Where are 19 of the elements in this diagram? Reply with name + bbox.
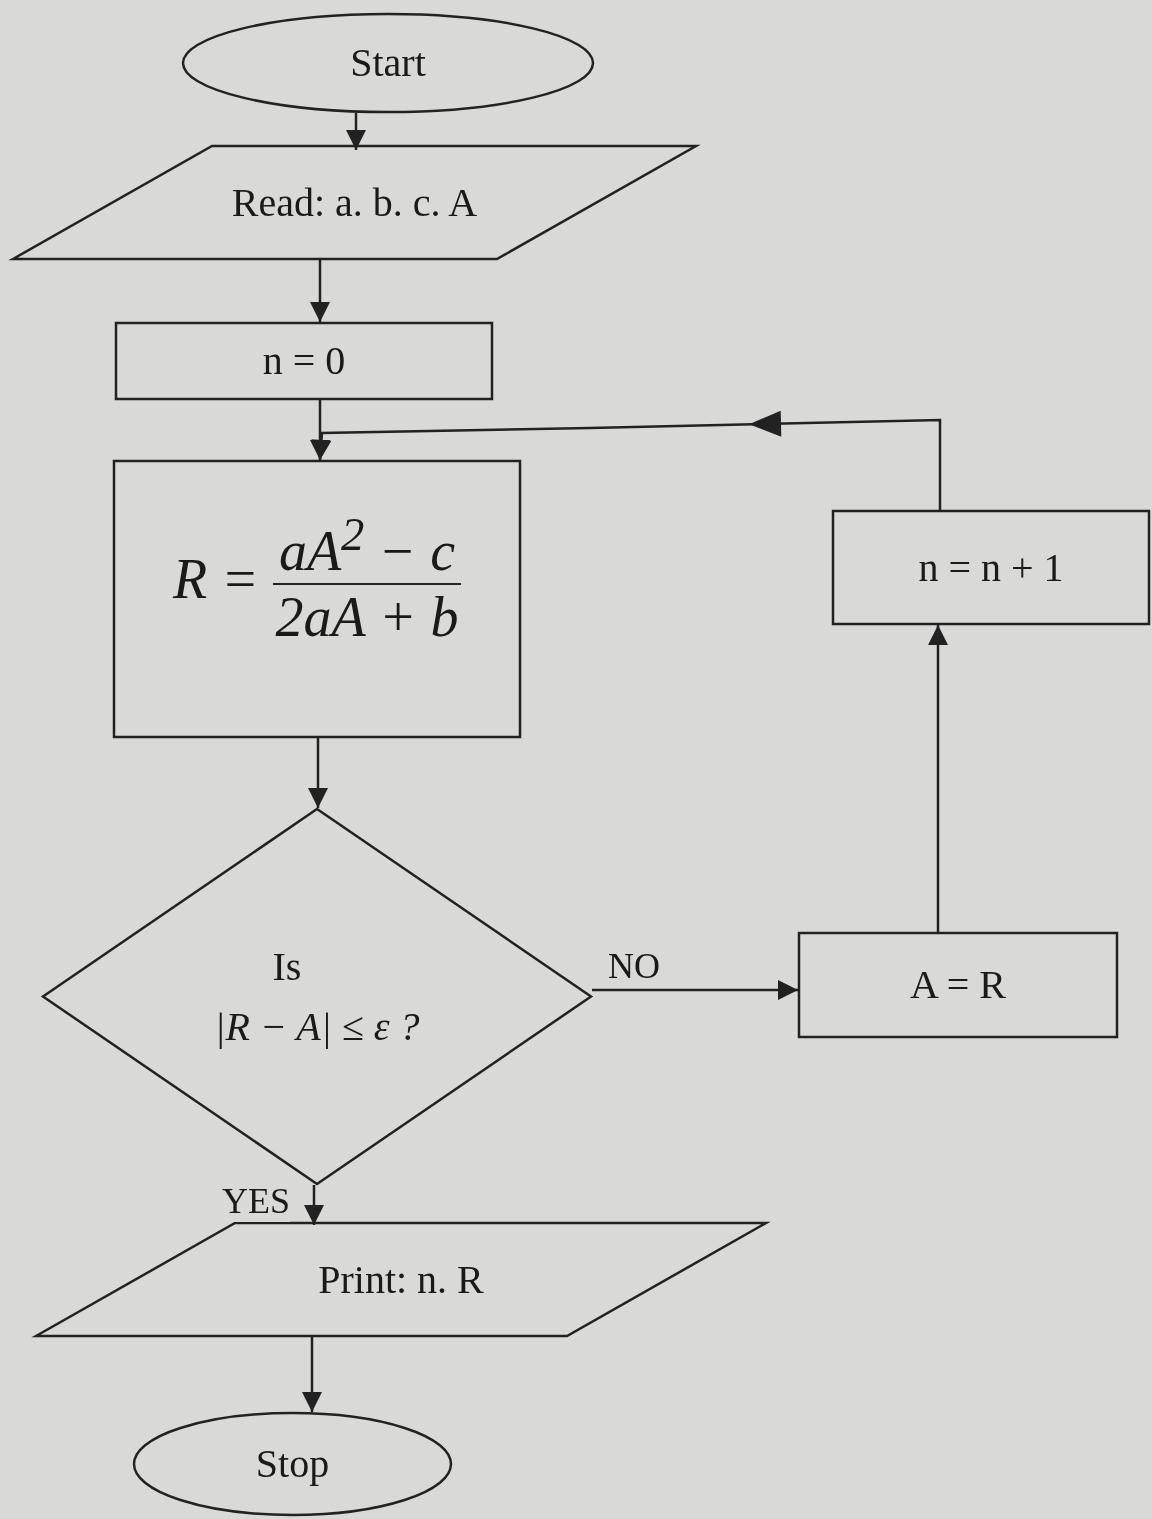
node-text: Is: [272, 943, 302, 990]
formula-numerator: aA$^{2}$ − c: [272, 508, 462, 586]
terminal-ellipse: [133, 1412, 452, 1516]
node-text: Read: a. b. c. A: [231, 179, 478, 226]
node-text: n = 0: [262, 338, 346, 384]
process-box: [798, 932, 1118, 1038]
process-box: [832, 510, 1150, 625]
node-text: Print: n. R: [318, 1256, 484, 1303]
process-box: [115, 322, 493, 400]
node-text: Start: [350, 40, 426, 86]
node-text: |R − A| ≤ ε ?: [214, 1003, 420, 1050]
node-text: A = R: [910, 962, 1006, 1008]
decision-diamond: [42, 808, 592, 1185]
terminal-ellipse: [182, 13, 594, 113]
formula-text: R =: [172, 546, 259, 612]
formula-denominator: 2aA + b: [275, 585, 459, 650]
process-box: [113, 460, 521, 738]
node-text: n = n + 1: [918, 544, 1064, 591]
node-text: Stop: [255, 1441, 330, 1487]
